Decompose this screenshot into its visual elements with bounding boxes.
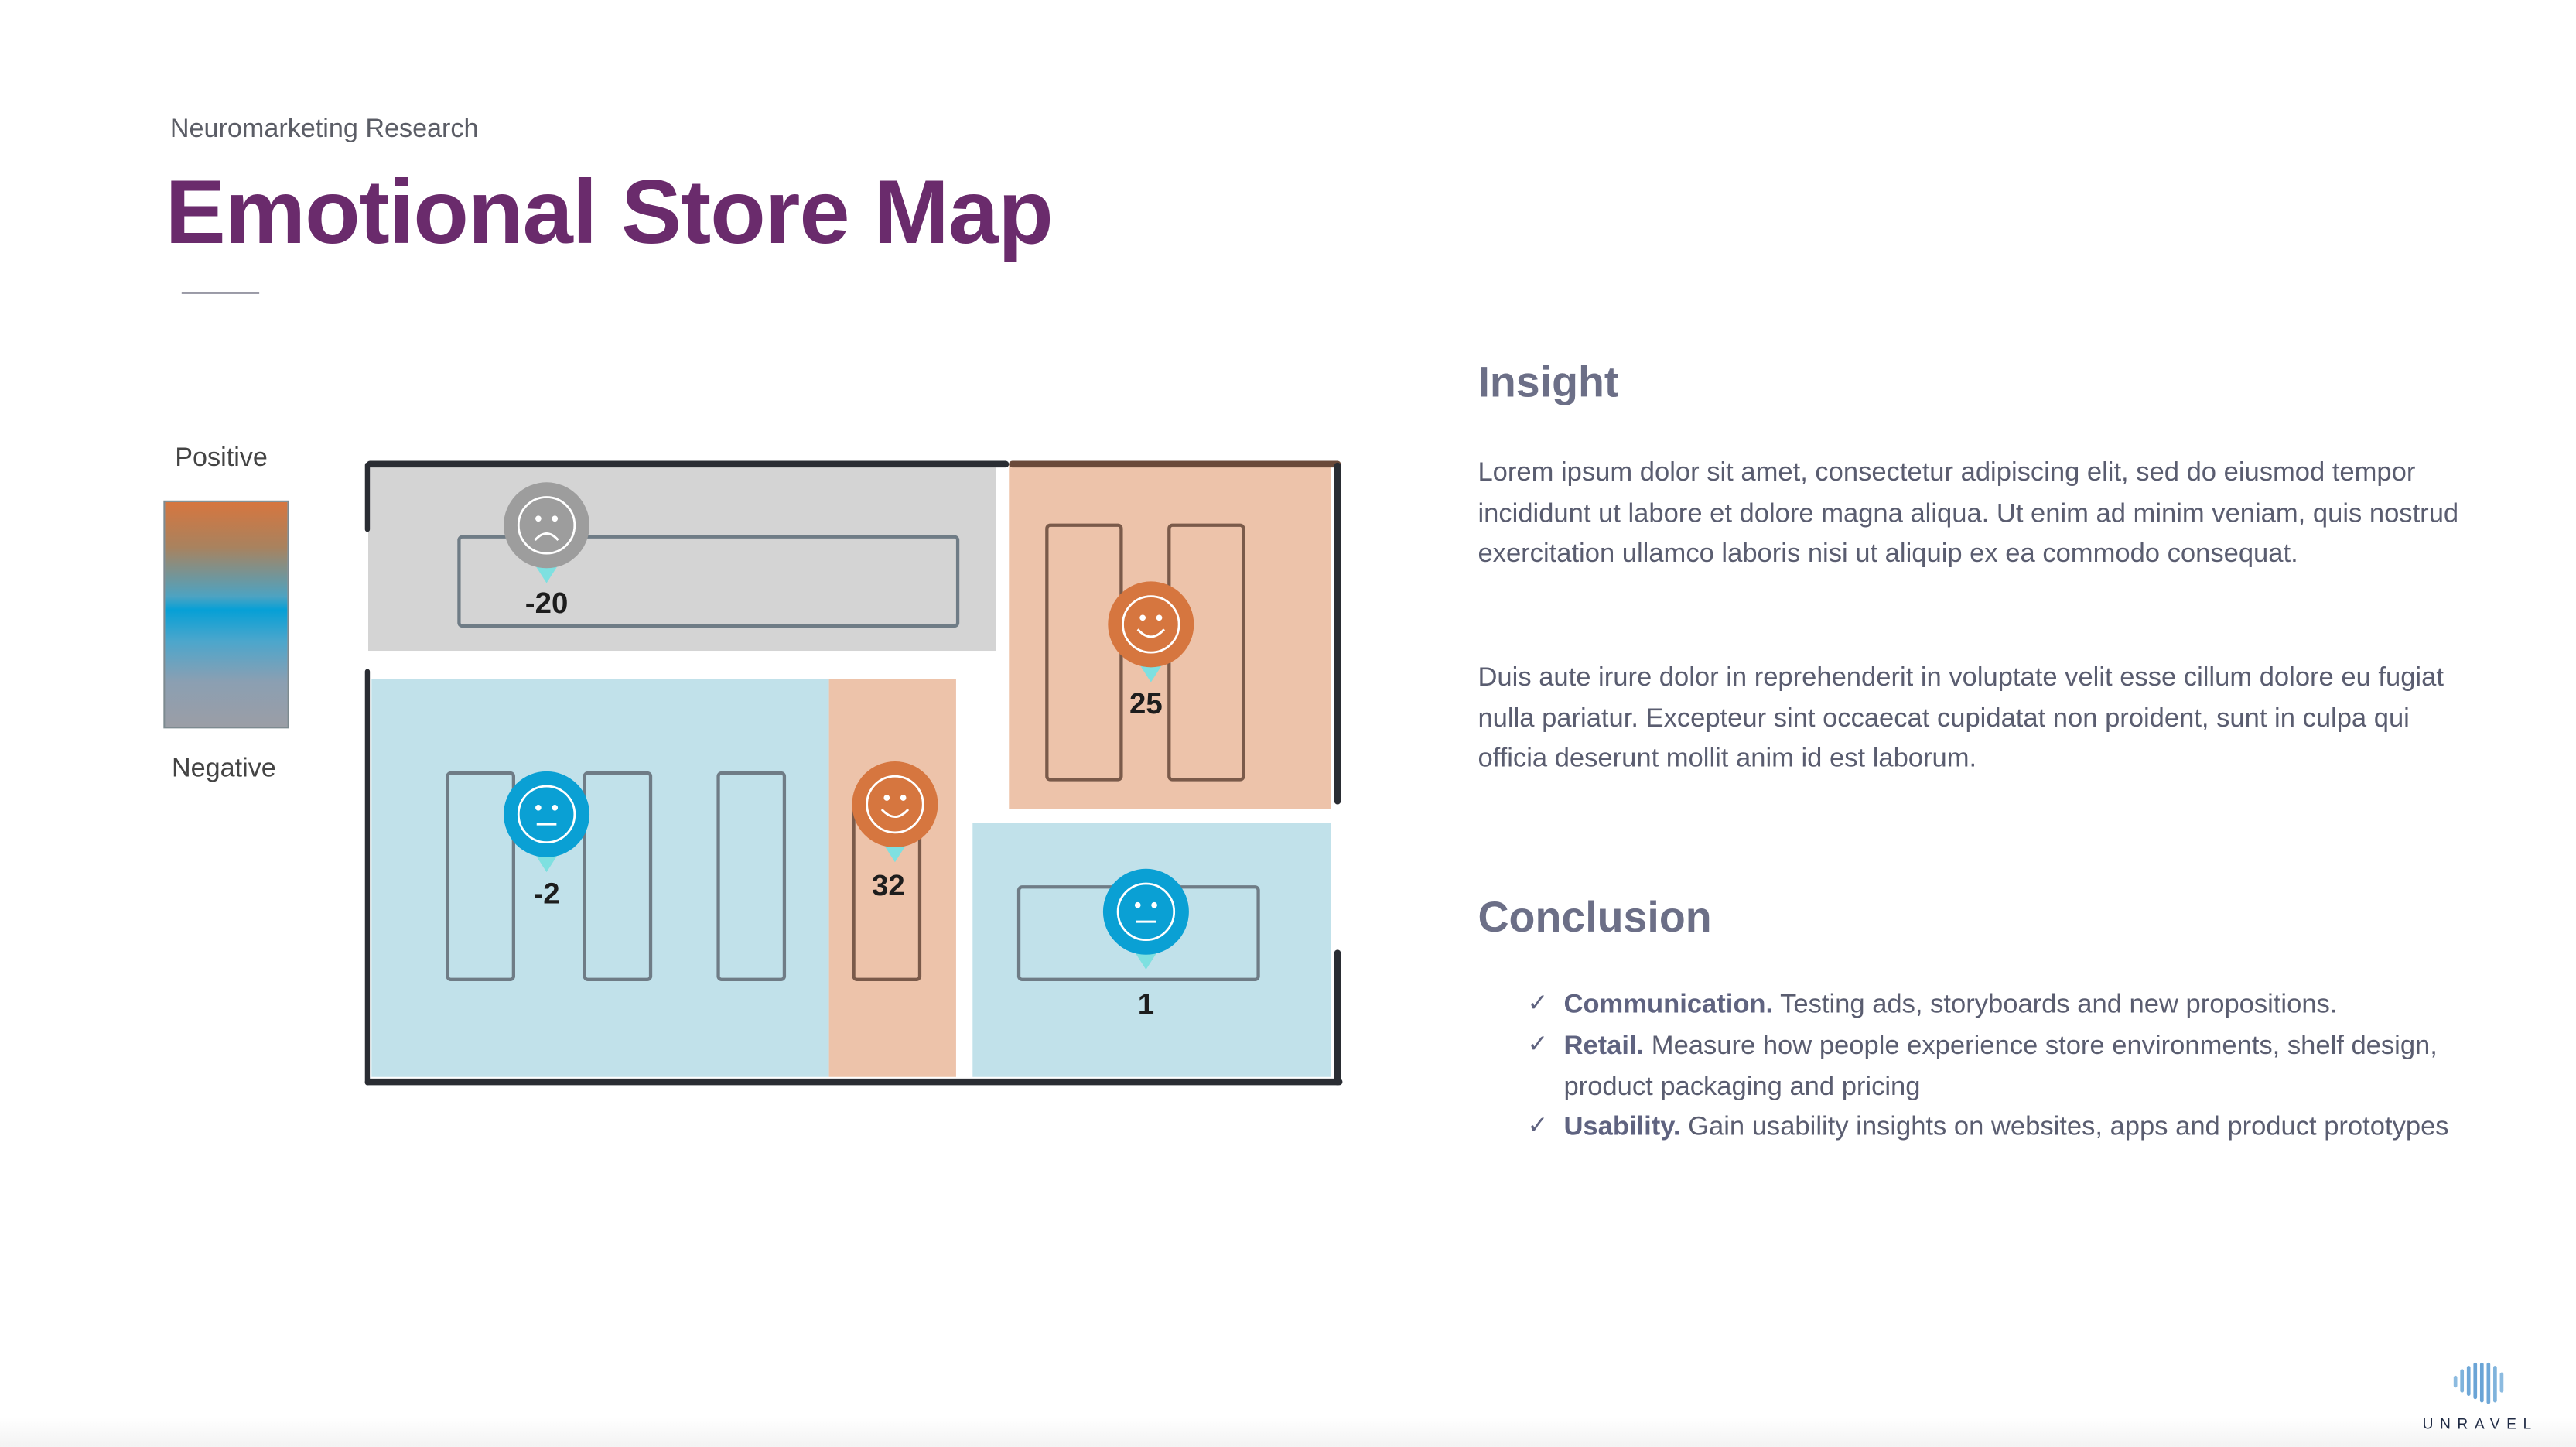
zone-score: 32 [872,868,905,902]
zone-top-left [368,467,996,652]
conclusion-item: ✓ Usability. Gain usability insights on w… [1528,1107,2455,1148]
logo-text: UNRAVEL [2422,1415,2538,1432]
check-icon: ✓ [1527,1030,1549,1059]
happy-face-icon[interactable] [852,761,938,848]
conclusion-item: ✓ Retail. Measure how people experience s… [1528,1026,2455,1107]
item-title: Communication. [1563,989,1774,1020]
wall [1334,462,1341,805]
wall [364,669,371,1086]
shelf [716,771,787,981]
wall [364,462,371,532]
conclusion-heading: Conclusion [1478,891,1712,942]
item-title: Retail. [1563,1030,1645,1061]
legend-negative-label: Negative [171,754,276,783]
item-text: Gain usability insights on websites, app… [1680,1111,2449,1142]
zone-score: 25 [1129,686,1163,720]
shelf [446,771,515,981]
unravel-logo: UNRAVEL [2414,1361,2547,1432]
legend-gradient [163,500,289,729]
zone-score: 1 [1137,987,1155,1021]
shelf [583,771,653,981]
check-icon: ✓ [1527,1111,1549,1140]
footer-shadow [0,1417,2576,1447]
item-title: Usability. [1563,1111,1681,1142]
logo-bars-icon [2453,1362,2504,1404]
insight-heading: Insight [1478,357,1619,407]
happy-face-icon[interactable] [1108,581,1194,668]
zone-score: -2 [533,877,560,911]
page-title: Emotional Store Map [165,160,1053,263]
item-text: Testing ads, storyboards and new proposi… [1773,989,2338,1020]
zone-bottom-middle [828,679,956,1077]
neutral-face-icon[interactable] [504,771,590,857]
check-icon: ✓ [1527,989,1549,1018]
insight-paragraph-2: Duis aute irure dolor in reprehenderit i… [1478,662,2444,774]
wall [1009,460,1341,468]
sad-face-icon[interactable] [504,482,590,569]
title-divider [181,292,260,294]
wall [1334,949,1341,1086]
zone-score: -20 [524,586,569,620]
subtitle: Neuromarketing Research [169,115,479,144]
conclusion-item: ✓ Communication. Testing ads, storyboards… [1528,984,2455,1025]
legend-positive-label: Positive [175,444,268,473]
wall [366,460,1010,468]
neutral-face-icon[interactable] [1102,868,1189,955]
wall [364,1078,1343,1086]
shelf [457,535,960,628]
item-text: Measure how people experience store envi… [1563,1030,2438,1102]
insight-paragraph-1: Lorem ipsum dolor sit amet, consectetur … [1478,457,2459,570]
